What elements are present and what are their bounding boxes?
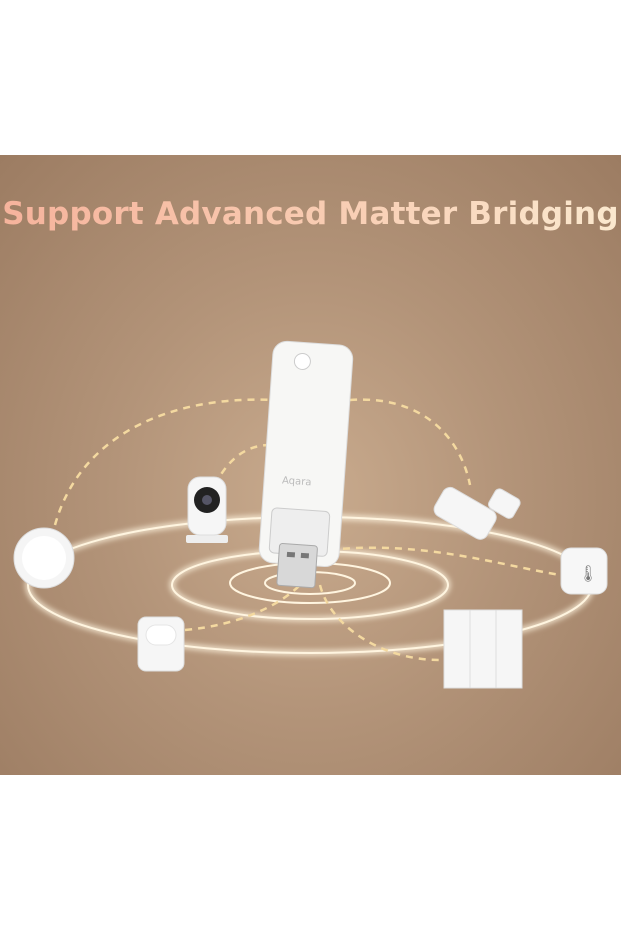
matter-hub-device: Aqara: [258, 340, 354, 589]
wall-switch-device: [443, 609, 523, 689]
door-window-sensor-device: [433, 486, 521, 540]
temperature-sensor-device: 🌡: [560, 547, 608, 595]
motion-sensor-device: [137, 616, 185, 672]
svg-text:🌡: 🌡: [578, 564, 598, 583]
connection-lines: [53, 398, 561, 662]
smart-button-device: [13, 527, 75, 589]
headline: Support Advanced Matter Bridging: [0, 196, 621, 232]
brand-logo: Aqara: [282, 475, 312, 488]
usb-plug: [276, 543, 318, 589]
product-illustration: Aqara 🌡: [13, 340, 608, 689]
camera-hub-device: [186, 476, 228, 543]
